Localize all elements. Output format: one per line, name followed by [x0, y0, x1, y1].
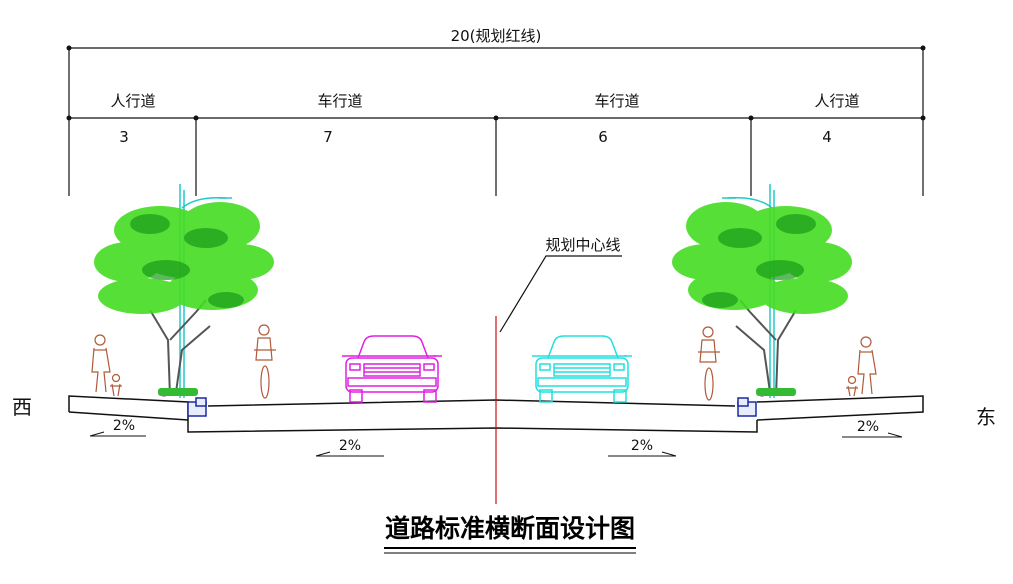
slope-west-sidewalk: 2% — [113, 418, 135, 434]
section-width-west-roadway: 7 — [323, 128, 333, 146]
tree-east — [672, 202, 852, 397]
west-curb — [187, 397, 207, 417]
section-name-east-roadway: 车行道 — [594, 92, 639, 110]
car-east — [532, 335, 632, 403]
pedestrian-east — [846, 336, 877, 397]
cyclist-east — [698, 326, 720, 401]
west-label: 西 — [12, 395, 32, 419]
slope-east-sidewalk: 2% — [857, 419, 879, 435]
slope-arrow-east-sidewalk — [842, 432, 903, 438]
section-width-east-roadway: 6 — [598, 128, 608, 146]
cyclist-west — [254, 324, 276, 399]
title-underline — [384, 547, 636, 554]
pedestrian-west — [91, 334, 122, 397]
car-west — [342, 335, 442, 403]
slope-west-roadway: 2% — [339, 438, 361, 454]
total-width-label: 20(规划红线) — [451, 27, 542, 45]
slope-arrow-west-sidewalk — [89, 431, 146, 437]
centerline-label: 规划中心线 — [545, 236, 620, 254]
diagram-title: 道路标准横断面设计图 — [385, 514, 635, 543]
section-name-west-roadway: 车行道 — [317, 92, 362, 110]
east-label: 东 — [976, 405, 996, 429]
slope-arrow-west-roadway — [315, 451, 384, 457]
tree-west — [94, 202, 274, 397]
east-curb — [737, 397, 757, 417]
section-name-east-sidewalk: 人行道 — [814, 92, 859, 110]
centerline-leader — [499, 255, 622, 333]
slope-arrow-east-roadway — [608, 451, 677, 457]
section-name-west-sidewalk: 人行道 — [110, 92, 155, 110]
dimension-lines — [68, 47, 924, 196]
slope-east-roadway: 2% — [631, 438, 653, 454]
section-width-west-sidewalk: 3 — [119, 128, 129, 146]
section-width-east-sidewalk: 4 — [822, 128, 832, 146]
dimension-ticks — [66, 45, 926, 121]
